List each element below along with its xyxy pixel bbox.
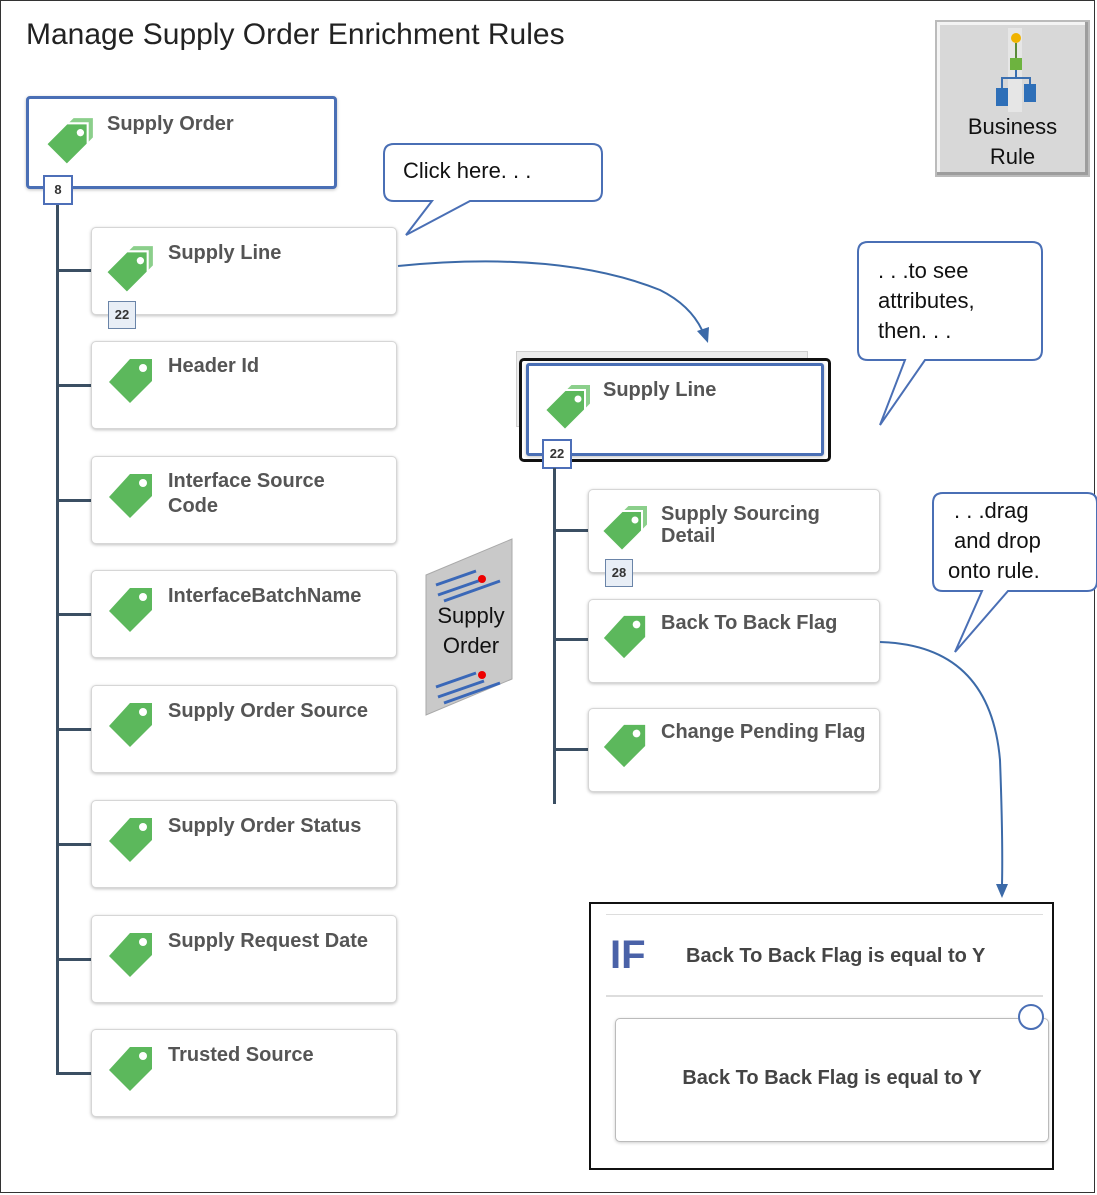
business-rule-label-line2: Rule (989, 144, 1036, 169)
tree-item-supply-order-status[interactable]: Supply Order Status (91, 800, 397, 888)
tree-line (56, 205, 59, 1075)
expanded-node-count-badge[interactable]: 22 (542, 439, 572, 469)
expanded-node-supply-line[interactable]: Supply Line (526, 363, 824, 456)
rule-drop-handle[interactable] (1018, 1004, 1044, 1030)
tag-icon (106, 1044, 156, 1094)
tree-branch (56, 499, 92, 502)
root-node-count-badge[interactable]: 8 (43, 175, 73, 205)
tree-item-label: Supply Order Source (168, 700, 369, 722)
tree-branch (56, 843, 92, 846)
tag-icon (601, 722, 649, 770)
multi-tag-icon (543, 382, 593, 432)
tree-item-label: Change Pending Flag (661, 721, 866, 743)
tag-icon (106, 930, 156, 980)
tree-branch (553, 529, 589, 532)
tree-item-header-id[interactable]: Header Id (91, 341, 397, 429)
tag-icon (106, 585, 156, 635)
drag-ghost-card-icon (425, 538, 513, 716)
tree-item-label: Interface Source Code (168, 470, 325, 517)
tree-item-label: Supply Line (168, 242, 282, 264)
multi-tag-icon (600, 503, 650, 553)
rule-condition-text: Back To Back Flag is equal to Y (682, 1067, 982, 1089)
tree-item-change-pending-flag[interactable]: Change Pending Flag (588, 708, 880, 792)
drag-ghost-label-line2: Order (442, 633, 500, 658)
tree-item-label: Supply Order Status (168, 815, 362, 837)
expanded-node-label: Supply Line (603, 379, 717, 401)
drag-ghost-label-line1: Supply (437, 603, 505, 628)
tree-branch (56, 1072, 92, 1075)
tag-icon (106, 700, 156, 750)
tree-item-label: Supply Request Date (168, 930, 369, 952)
tree-branch (56, 613, 92, 616)
supply-line-count-badge[interactable]: 22 (108, 301, 136, 329)
tree-item-label: Supply Sourcing Detail (661, 503, 820, 547)
rule-if-keyword: IF (610, 933, 646, 977)
callout-drag-line1: . . .drag (954, 498, 1029, 523)
tree-branch (56, 269, 92, 272)
business-rule-button[interactable]: Business Rule (935, 20, 1090, 177)
multi-tag-icon (104, 243, 156, 295)
rule-panel: IF Back To Back Flag is equal to Y Back … (589, 902, 1054, 1170)
tree-item-trusted-source[interactable]: Trusted Source (91, 1029, 397, 1117)
callout-drag-line3: onto rule. (948, 558, 1040, 583)
business-rule-flow-icon (996, 28, 1036, 112)
tree-item-label: Trusted Source (168, 1044, 314, 1066)
tag-icon (106, 471, 156, 521)
tag-icon (106, 815, 156, 865)
tree-branch (56, 384, 92, 387)
tree-item-back-to-back-flag[interactable]: Back To Back Flag (588, 599, 880, 683)
callout-see-line3: then. . . (878, 318, 952, 343)
tree-item-label: InterfaceBatchName (168, 585, 362, 607)
tree-branch (553, 748, 589, 751)
tree-branch (553, 638, 589, 641)
tree-item-interface-source-code[interactable]: Interface Source Code (91, 456, 397, 544)
callout-drag-line2: and drop (954, 528, 1041, 553)
tag-icon (601, 613, 649, 661)
tag-icon (106, 356, 156, 406)
callout-see-line2: attributes, (878, 288, 975, 313)
tree-branch (56, 728, 92, 731)
tree-item-label: Header Id (168, 355, 260, 377)
tree-item-supply-sourcing-detail[interactable]: Supply Sourcing Detail (588, 489, 880, 573)
root-node-supply-order[interactable]: Supply Order (26, 96, 337, 189)
page-title: Manage Supply Order Enrichment Rules (26, 18, 565, 51)
tree-branch (56, 958, 92, 961)
rule-condition-card[interactable]: Back To Back Flag is equal to Y (615, 1018, 1049, 1142)
callout-click-text: Click here. . . (403, 158, 532, 183)
tree-item-supply-line[interactable]: Supply Line (91, 227, 397, 315)
tree-item-label: Back To Back Flag (661, 612, 838, 634)
business-rule-label-line1: Business (967, 114, 1058, 139)
tree-item-supply-order-source[interactable]: Supply Order Source (91, 685, 397, 773)
rule-header[interactable]: IF Back To Back Flag is equal to Y (606, 914, 1043, 997)
root-node-label: Supply Order (107, 113, 234, 135)
tree-line (553, 468, 556, 804)
multi-tag-icon (44, 115, 96, 167)
rule-header-text: Back To Back Flag is equal to Y (686, 945, 986, 967)
supply-sourcing-detail-count-badge[interactable]: 28 (605, 559, 633, 587)
drag-ghost-supply-order[interactable]: Supply Order (424, 537, 514, 717)
tree-item-supply-request-date[interactable]: Supply Request Date (91, 915, 397, 1003)
callout-see-line1: . . .to see (878, 258, 969, 283)
tree-item-interface-batch-name[interactable]: InterfaceBatchName (91, 570, 397, 658)
